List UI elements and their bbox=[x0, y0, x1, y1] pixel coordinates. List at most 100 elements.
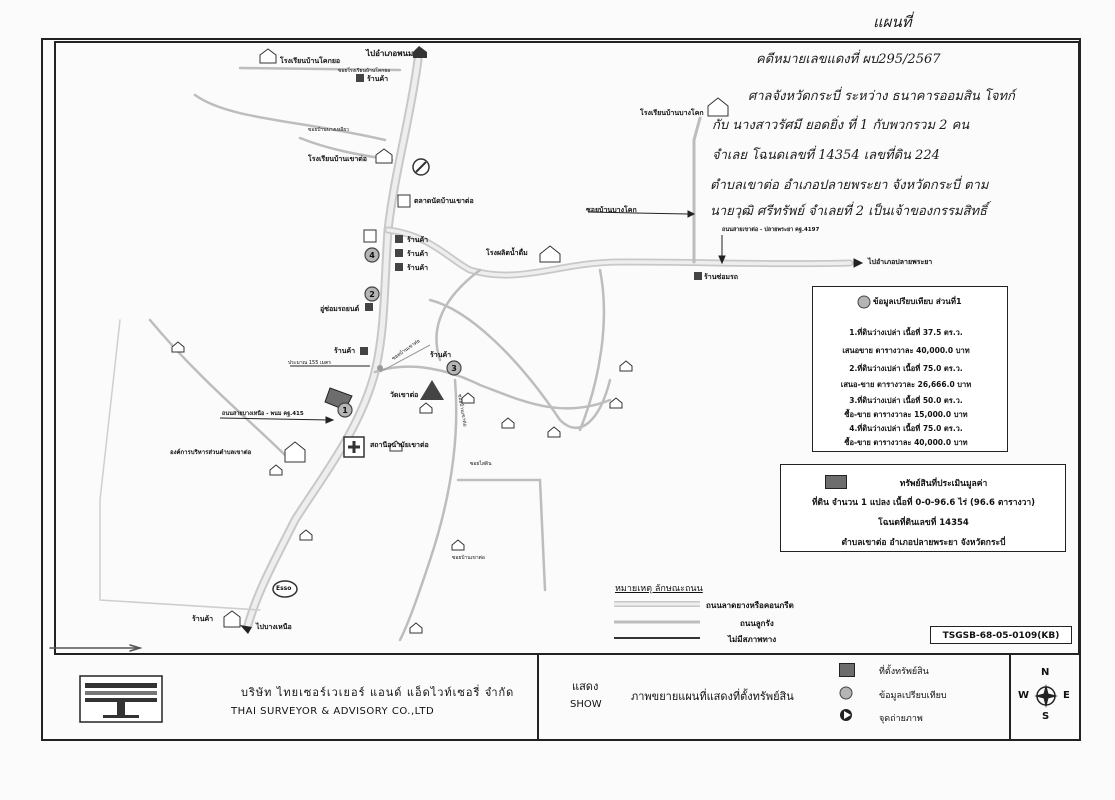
soi-south bbox=[398, 378, 458, 642]
photo-point-legend-icon bbox=[840, 709, 852, 721]
asset-deed: โฉนดที่ดินเลขที่ 14354 bbox=[878, 518, 969, 528]
handwritten-deed: จำเลย โฉนดเลขที่ 14354 เลขที่ดิน 224 bbox=[712, 148, 940, 163]
label-shop-4: ร้านค้า bbox=[334, 347, 356, 355]
shop-icons bbox=[356, 74, 702, 355]
marker-1: 1 bbox=[342, 406, 348, 415]
legend-comparison: ข้อมูลเปรียบเทียบ bbox=[879, 691, 947, 701]
asset-location: ตำบลเขาต่อ อำเภอปลายพระยา จังหวัดกระบี่ bbox=[841, 538, 1006, 548]
label-soi-top: ซอยบ้านบางเหลียว bbox=[308, 127, 349, 133]
comparison-line: 3.ที่ดินว่างเปล่า เนื้อที่ 50.0 ตร.ว. bbox=[849, 396, 963, 405]
soi-top-left bbox=[238, 66, 402, 72]
report-code: TSGSB-68-05-0109(KB) bbox=[930, 626, 1072, 644]
soi-east bbox=[428, 298, 612, 429]
outer-border bbox=[41, 38, 1081, 741]
company-name-en: THAI SURVEYOR & ADVISORY CO.,LTD bbox=[231, 706, 435, 717]
legend-gravel: ถนนลูกรัง bbox=[740, 619, 774, 628]
label-distance: ประมาณ 155 เมตร bbox=[288, 360, 331, 366]
comparison-line: ซื้อ-ขาย ตารางวาละ 40,000.0 บาท bbox=[844, 438, 968, 447]
handwritten-parties: กับ นางสาวรัศมี ยอดยิ่ง ที่ 1 กับพวกรวม … bbox=[712, 118, 970, 133]
label-road-khao-to: ถนนสายเขาต่อ - ปลายพระยา คฐ.4197 bbox=[722, 227, 820, 233]
label-shop-2: ร้านค้า bbox=[407, 250, 429, 258]
label-health-station: สถานีอนามัยเขาต่อ bbox=[370, 441, 429, 449]
label-school-soi: ซอยโรงเรียนบ้านโคกยอ bbox=[338, 68, 391, 74]
show-label-en: SHOW bbox=[570, 699, 602, 710]
comparison-line: 1.ที่ดินว่างเปล่า เนื้อที่ 37.5 ตร.ว. bbox=[849, 328, 963, 337]
show-label-th: แสดง bbox=[572, 680, 599, 693]
label-factory: โรงผลิตน้ำดื่ม bbox=[486, 249, 528, 257]
footer: บริษัท ไทยเซอร์เวเยอร์ แอนด์ แอ็ดไวท์เซอ… bbox=[41, 655, 1081, 741]
asset-swatch bbox=[825, 475, 847, 489]
comparison-box: ข้อมูลเปรียบเทียบ ส่วนที่1 1.ที่ดินว่างเ… bbox=[812, 286, 1008, 452]
soi-left-long bbox=[148, 318, 292, 462]
handwritten-title: แผนที่ bbox=[873, 13, 912, 31]
soi-lower-right bbox=[456, 478, 547, 592]
label-admin-office: องค์การบริหารส่วนตำบลเขาต่อ bbox=[170, 449, 252, 456]
asset-box: ทรัพย์สินที่ประเมินมูลค่า ที่ดิน จำนวน 1… bbox=[780, 464, 1066, 552]
soi-to-wat bbox=[373, 365, 612, 410]
legend-photo-point: จุดถ่ายภาพ bbox=[879, 714, 923, 724]
comparison-line: ซื้อ-ขาย ตารางวาละ 15,000.0 บาท bbox=[844, 410, 968, 419]
show-description: ภาพขยายแผนที่แสดงที่ตั้งทรัพย์สิน bbox=[631, 690, 794, 703]
compass-rose-icon bbox=[1034, 684, 1058, 708]
label-soi-small-3: ซอยไสดิน bbox=[470, 461, 492, 467]
label-school-ban-khok: โรงเรียนบ้านโคกยอ bbox=[280, 57, 341, 65]
label-road-small-4: ซอยบ้านเขาต่อ bbox=[452, 555, 485, 561]
marker-2: 2 bbox=[369, 290, 375, 299]
compass-s: S bbox=[1042, 711, 1050, 722]
temple-icon bbox=[420, 380, 444, 400]
handwritten-owner: นายวุฒิ ศรีทรัพย์ จำเลยที่ 2 เป็นเจ้าของ… bbox=[710, 204, 987, 219]
map-frame bbox=[54, 41, 1080, 655]
label-road-sai-nua: ถนนสายบางเหนือ - พนม คฐ.415 bbox=[222, 411, 304, 417]
comparison-legend-icon bbox=[839, 686, 853, 700]
label-garage: อู่ซ่อมรถยนต์ bbox=[320, 305, 360, 313]
comparison-title: ข้อมูลเปรียบเทียบ ส่วนที่1 bbox=[873, 297, 962, 306]
label-to-plai-phraya: ไปอำเภอปลายพระยา bbox=[868, 258, 933, 266]
label-shop-3: ร้านค้า bbox=[407, 264, 429, 272]
handwritten-case-number: คดีหมายเลขแดงที่ ผบ295/2567 bbox=[756, 52, 941, 67]
label-shop-1: ร้านค้า bbox=[407, 236, 429, 244]
road-legend-lines bbox=[614, 601, 700, 639]
road-to-plai-phraya bbox=[384, 226, 854, 279]
label-soi-bang-khok: ซอยบ้านบางโคก bbox=[586, 206, 637, 214]
road-legend-title: หมายเหตุ ลักษณะถนน bbox=[615, 584, 703, 594]
to-phanom-icon bbox=[413, 46, 427, 58]
footer-divider bbox=[537, 655, 539, 741]
asset-legend-icon bbox=[839, 663, 855, 677]
label-shop-top: ร้านค้า bbox=[367, 75, 389, 83]
house-icons bbox=[171, 48, 729, 634]
track-left bbox=[99, 319, 261, 611]
label-esso: Esso bbox=[276, 585, 292, 592]
marker-3: 3 bbox=[451, 364, 457, 373]
label-shop-5: ร้านค้า bbox=[430, 351, 452, 359]
label-to-phanom: ไปอำเภอพนม bbox=[366, 49, 414, 58]
compass-e: E bbox=[1063, 690, 1070, 701]
handwritten-court: ศาลจังหวัดกระบี่ ระหว่าง ธนาคารออมสิน โจ… bbox=[748, 89, 1015, 104]
label-school-bang-khok: โรงเรียนบ้านบางโคก bbox=[640, 109, 704, 117]
comparison-line: 2.ที่ดินว่างเปล่า เนื้อที่ 75.0 ตร.ว. bbox=[849, 364, 963, 373]
comparison-markers bbox=[337, 247, 462, 418]
soi-loop bbox=[435, 268, 482, 362]
main-road bbox=[243, 55, 423, 630]
photo-point-icon bbox=[240, 625, 252, 634]
label-wat: วัดเขาต่อ bbox=[390, 391, 419, 399]
label-market: ตลาดนัดบ้านเขาต่อ bbox=[414, 197, 474, 205]
label-shop-bottom: ร้านค้า bbox=[192, 615, 214, 623]
comparison-line: เสนอขาย ตารางวาละ 40,000.0 บาท bbox=[842, 346, 970, 355]
soi-right-loop bbox=[578, 268, 606, 432]
legend-asset-location: ที่ตั้งทรัพย์สิน bbox=[879, 667, 929, 677]
soi-left-1 bbox=[193, 93, 387, 142]
footer-divider bbox=[1009, 655, 1011, 741]
compass-n: N bbox=[1041, 667, 1050, 678]
handwritten-location: ตำบลเขาต่อ อำเภอปลายพระยา จังหวัดกระบี่ … bbox=[710, 178, 989, 193]
soi-bang-khok bbox=[692, 116, 702, 264]
esso-icon bbox=[272, 580, 298, 598]
label-to-bang-nua: ไปบางเหนือ bbox=[256, 623, 292, 631]
compass: N S E W bbox=[1011, 655, 1081, 741]
asset-area: ที่ดิน จำนวน 1 แปลง เนื้อที่ 0-0-96.6 ไร… bbox=[811, 498, 1036, 508]
legend-paved: ถนนลาดยางหรือคอนกรีต bbox=[706, 601, 794, 610]
comparison-line: เสนอ-ขาย ตารางวาละ 26,666.0 บาท bbox=[840, 380, 972, 389]
company-name-th: บริษัท ไทยเซอร์เวเยอร์ แอนด์ แอ็ดไวท์เซอ… bbox=[241, 686, 515, 699]
label-repair-shop: ร้านซ่อมรถ bbox=[704, 273, 739, 281]
